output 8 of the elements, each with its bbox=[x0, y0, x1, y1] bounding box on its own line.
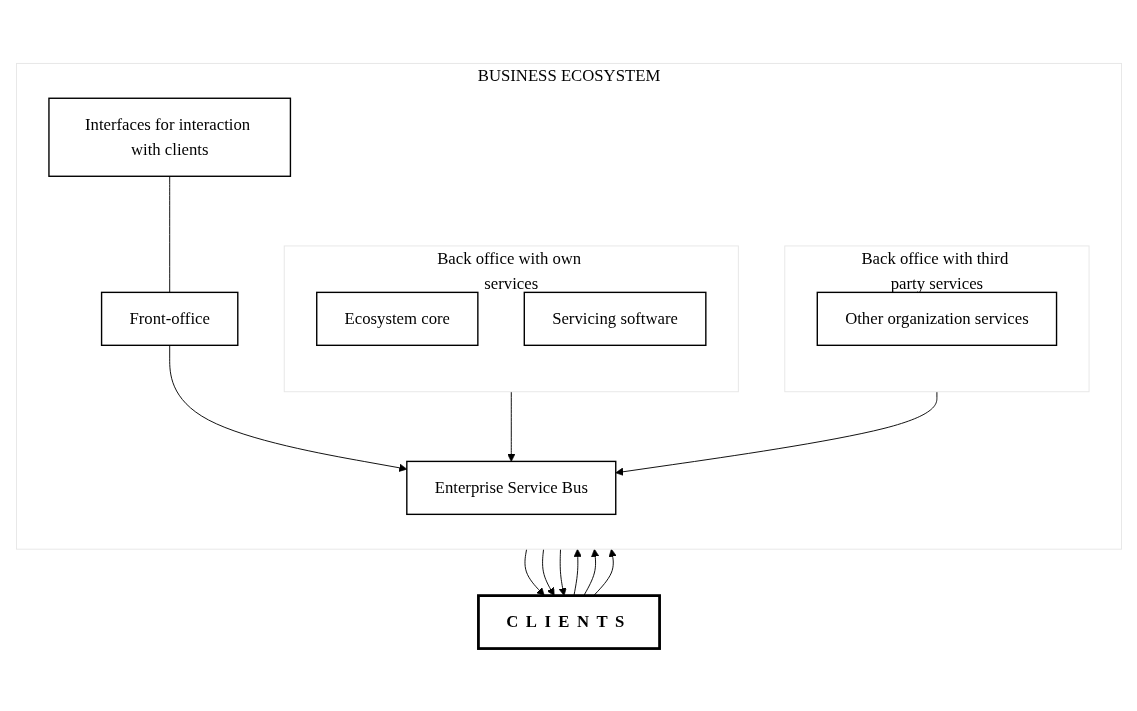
node-box: Ecosystem core bbox=[315, 291, 479, 346]
node-box: Other organization services bbox=[816, 291, 1057, 346]
connector bbox=[168, 175, 170, 293]
node-box: Interfaces for interaction with clients bbox=[47, 97, 291, 177]
node-box: Enterprise Service Bus bbox=[405, 460, 616, 515]
node-box: Servicing software bbox=[523, 291, 707, 346]
node-box: Front-office bbox=[100, 291, 238, 346]
node-box: CLIENTS bbox=[476, 593, 661, 650]
